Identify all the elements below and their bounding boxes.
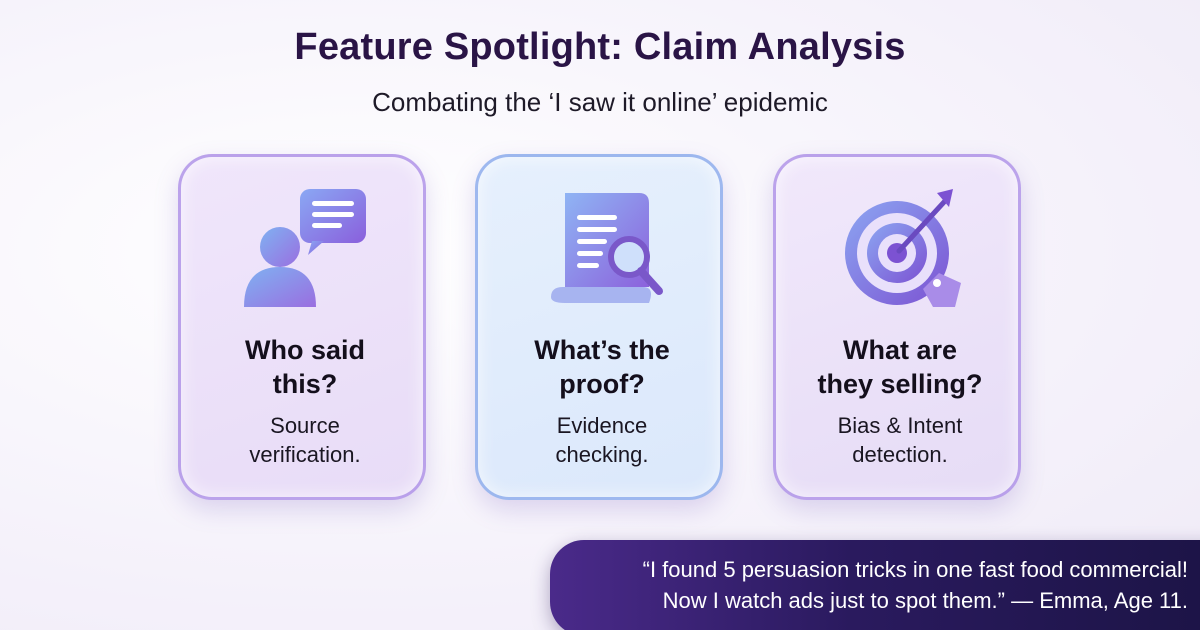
document-magnifier-icon <box>517 179 687 319</box>
card-title: Who said this? <box>245 335 365 399</box>
page-subtitle: Combating the ‘I saw it online’ epidemic <box>372 87 828 117</box>
card-description: Source verification. <box>249 413 361 467</box>
card-evidence-checking: What’s the proof? Evidence checking. <box>475 154 723 500</box>
page-title: Feature Spotlight: Claim Analysis <box>294 26 906 68</box>
person-speech-bubble-icon <box>220 179 390 319</box>
card-description: Bias & Intent detection. <box>837 413 963 467</box>
card-bias-intent-detection: What are they selling? Bias & Intent det… <box>773 154 1021 500</box>
testimonial-attribution-line: Now I watch ads just to spot them.” — Em… <box>662 588 1188 613</box>
target-arrow-tag-icon <box>815 179 985 319</box>
testimonial-banner: “I found 5 persuasion tricks in one fast… <box>550 540 1200 630</box>
card-description: Evidence checking. <box>555 413 649 467</box>
card-title: What’s the proof? <box>534 335 670 399</box>
card-source-verification: Who said this? Source verification. <box>178 154 426 500</box>
testimonial-quote-line: “I found 5 persuasion tricks in one fast… <box>642 557 1188 582</box>
card-title: What are they selling? <box>817 335 983 399</box>
